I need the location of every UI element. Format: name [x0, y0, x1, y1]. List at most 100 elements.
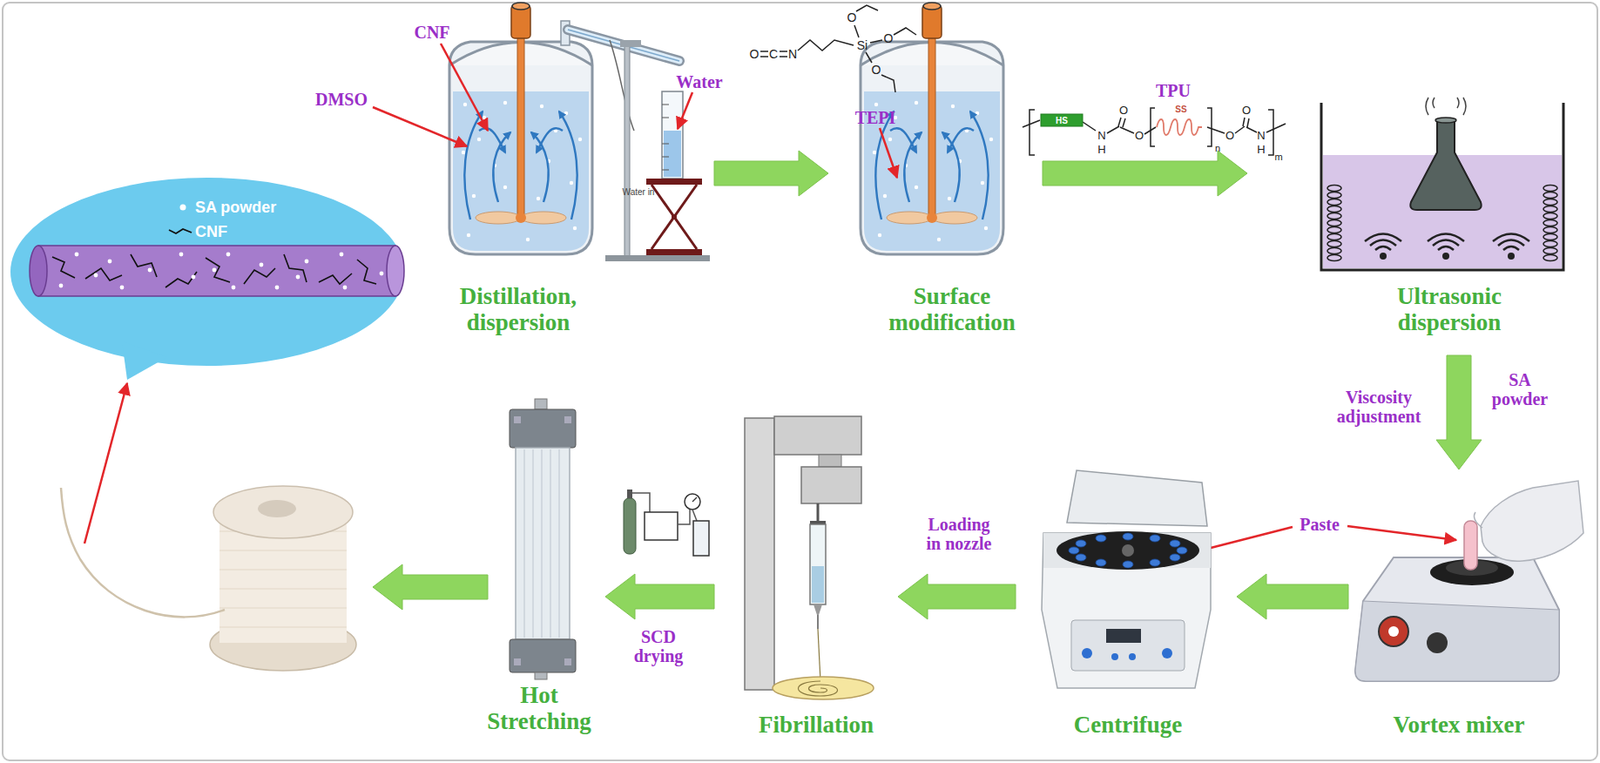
spinning-rig: [774, 416, 862, 455]
tpu-structure: [1118, 117, 1121, 127]
ultrasonic-bath: [1425, 97, 1466, 115]
vortex-mixer: [1388, 626, 1399, 637]
annotation-label: TEPI: [855, 108, 897, 128]
process-step: Fibrillation: [735, 405, 889, 741]
stretching-device: [523, 449, 525, 638]
fiber-cylinder: [59, 252, 385, 291]
fiber-cylinder: [357, 259, 377, 284]
stretching-device: [532, 449, 534, 638]
process-arrow: [714, 150, 829, 196]
scd-apparatus: [623, 489, 709, 556]
fiber-cylinder: [38, 245, 396, 297]
tpu-structure: [1247, 118, 1249, 128]
process-step: Centrifuge: [1036, 457, 1211, 741]
atom-label: O: [847, 11, 858, 25]
stretching-device: [534, 398, 547, 410]
tepi-structure: [881, 74, 896, 93]
tepi-structure: [779, 55, 788, 58]
scd-apparatus: [692, 497, 697, 502]
step-caption: Fibrillation: [746, 711, 886, 738]
ultrasonic-bath: [1543, 185, 1558, 262]
powder-dot: [180, 204, 187, 211]
spinning-rig: [772, 676, 874, 700]
tpu-structure: [1235, 126, 1245, 134]
atom-label: H: [1256, 143, 1265, 156]
tpu-structure: [1242, 117, 1245, 127]
tpu-structure: [1029, 109, 1035, 156]
vortex-mixer: [1378, 616, 1409, 647]
centrifuge: [1122, 560, 1134, 568]
fiber-spool: [213, 486, 353, 539]
fiber-cylinder: [52, 256, 75, 278]
leader-arrow: [879, 128, 898, 178]
callout-bubble: [121, 341, 168, 380]
spinning-rig: [744, 416, 874, 700]
fiber-cylinder: [243, 268, 276, 284]
hard-segment: [1040, 114, 1083, 127]
process-arrow: [1436, 355, 1482, 470]
process-arrow: [1042, 150, 1248, 196]
centrifuge: [1161, 648, 1173, 659]
distillation-setup: [661, 169, 669, 171]
fiber-spool: [219, 550, 347, 552]
leader-arrow: [372, 107, 467, 147]
distillation-setup: [661, 104, 669, 106]
fiber-line: [168, 229, 192, 234]
callout-arrow: [84, 383, 128, 544]
segment-label: HS: [1055, 115, 1068, 126]
stretching-device: [558, 449, 560, 638]
atom-label: O: [749, 47, 760, 61]
tpu-structure: [1082, 121, 1096, 131]
fiber-spool: [219, 607, 347, 609]
fiber-cylinder: [386, 245, 405, 297]
stretching-device: [564, 658, 572, 666]
process-arrow: [897, 573, 1016, 620]
tpu-structure: [1107, 126, 1120, 134]
callout-bubble: [10, 177, 405, 380]
fiber-cylinder: [29, 245, 48, 297]
fiber-cylinder: [74, 252, 80, 257]
distillation-setup: [651, 184, 697, 250]
centrifuge: [1068, 546, 1080, 554]
centrifuge: [1149, 559, 1161, 567]
ultrasonic-bath: [1321, 102, 1564, 271]
stretching-device: [534, 672, 547, 680]
stretching-device: [540, 449, 542, 638]
annotation-label: Water in: [622, 187, 655, 197]
fiber-cylinder: [108, 259, 113, 264]
tepi-structure: [870, 40, 883, 43]
centrifuge: [1041, 470, 1211, 689]
tpu-structure: [1266, 123, 1286, 133]
centrifuge: [1121, 544, 1135, 557]
atom-label: H: [1097, 143, 1106, 156]
atom-label: O: [1134, 129, 1144, 142]
tepi-structure: [854, 25, 859, 38]
distillation-setup: [646, 178, 703, 185]
distillation-setup: [661, 91, 683, 179]
tpu-structure: [1120, 127, 1135, 134]
fiber-cylinder: [283, 254, 307, 283]
scd-apparatus: [623, 498, 636, 554]
distillation-setup: [567, 29, 680, 61]
step-caption: Ultrasonic dispersion: [1362, 283, 1537, 336]
spinning-rig: [813, 604, 823, 615]
step-caption: Centrifuge: [1049, 711, 1207, 738]
scd-apparatus: [684, 493, 701, 510]
distillation-setup: [661, 104, 669, 170]
centrifuge: [1056, 531, 1200, 570]
atom-label: O: [884, 32, 894, 46]
fiber-cylinder: [212, 268, 217, 273]
spinning-rig: [810, 524, 826, 605]
fiber-spool: [219, 627, 347, 628]
stretching-device: [564, 416, 572, 424]
atom-label: N: [1097, 129, 1106, 142]
atom-label: O: [1225, 129, 1235, 142]
scd-apparatus: [677, 508, 690, 525]
tepi-structure: [893, 27, 917, 35]
atom-label: O: [1119, 104, 1128, 117]
fiber-spool: [219, 569, 347, 571]
spinning-rig: [816, 614, 819, 629]
vortex-mixer: [1355, 600, 1560, 682]
